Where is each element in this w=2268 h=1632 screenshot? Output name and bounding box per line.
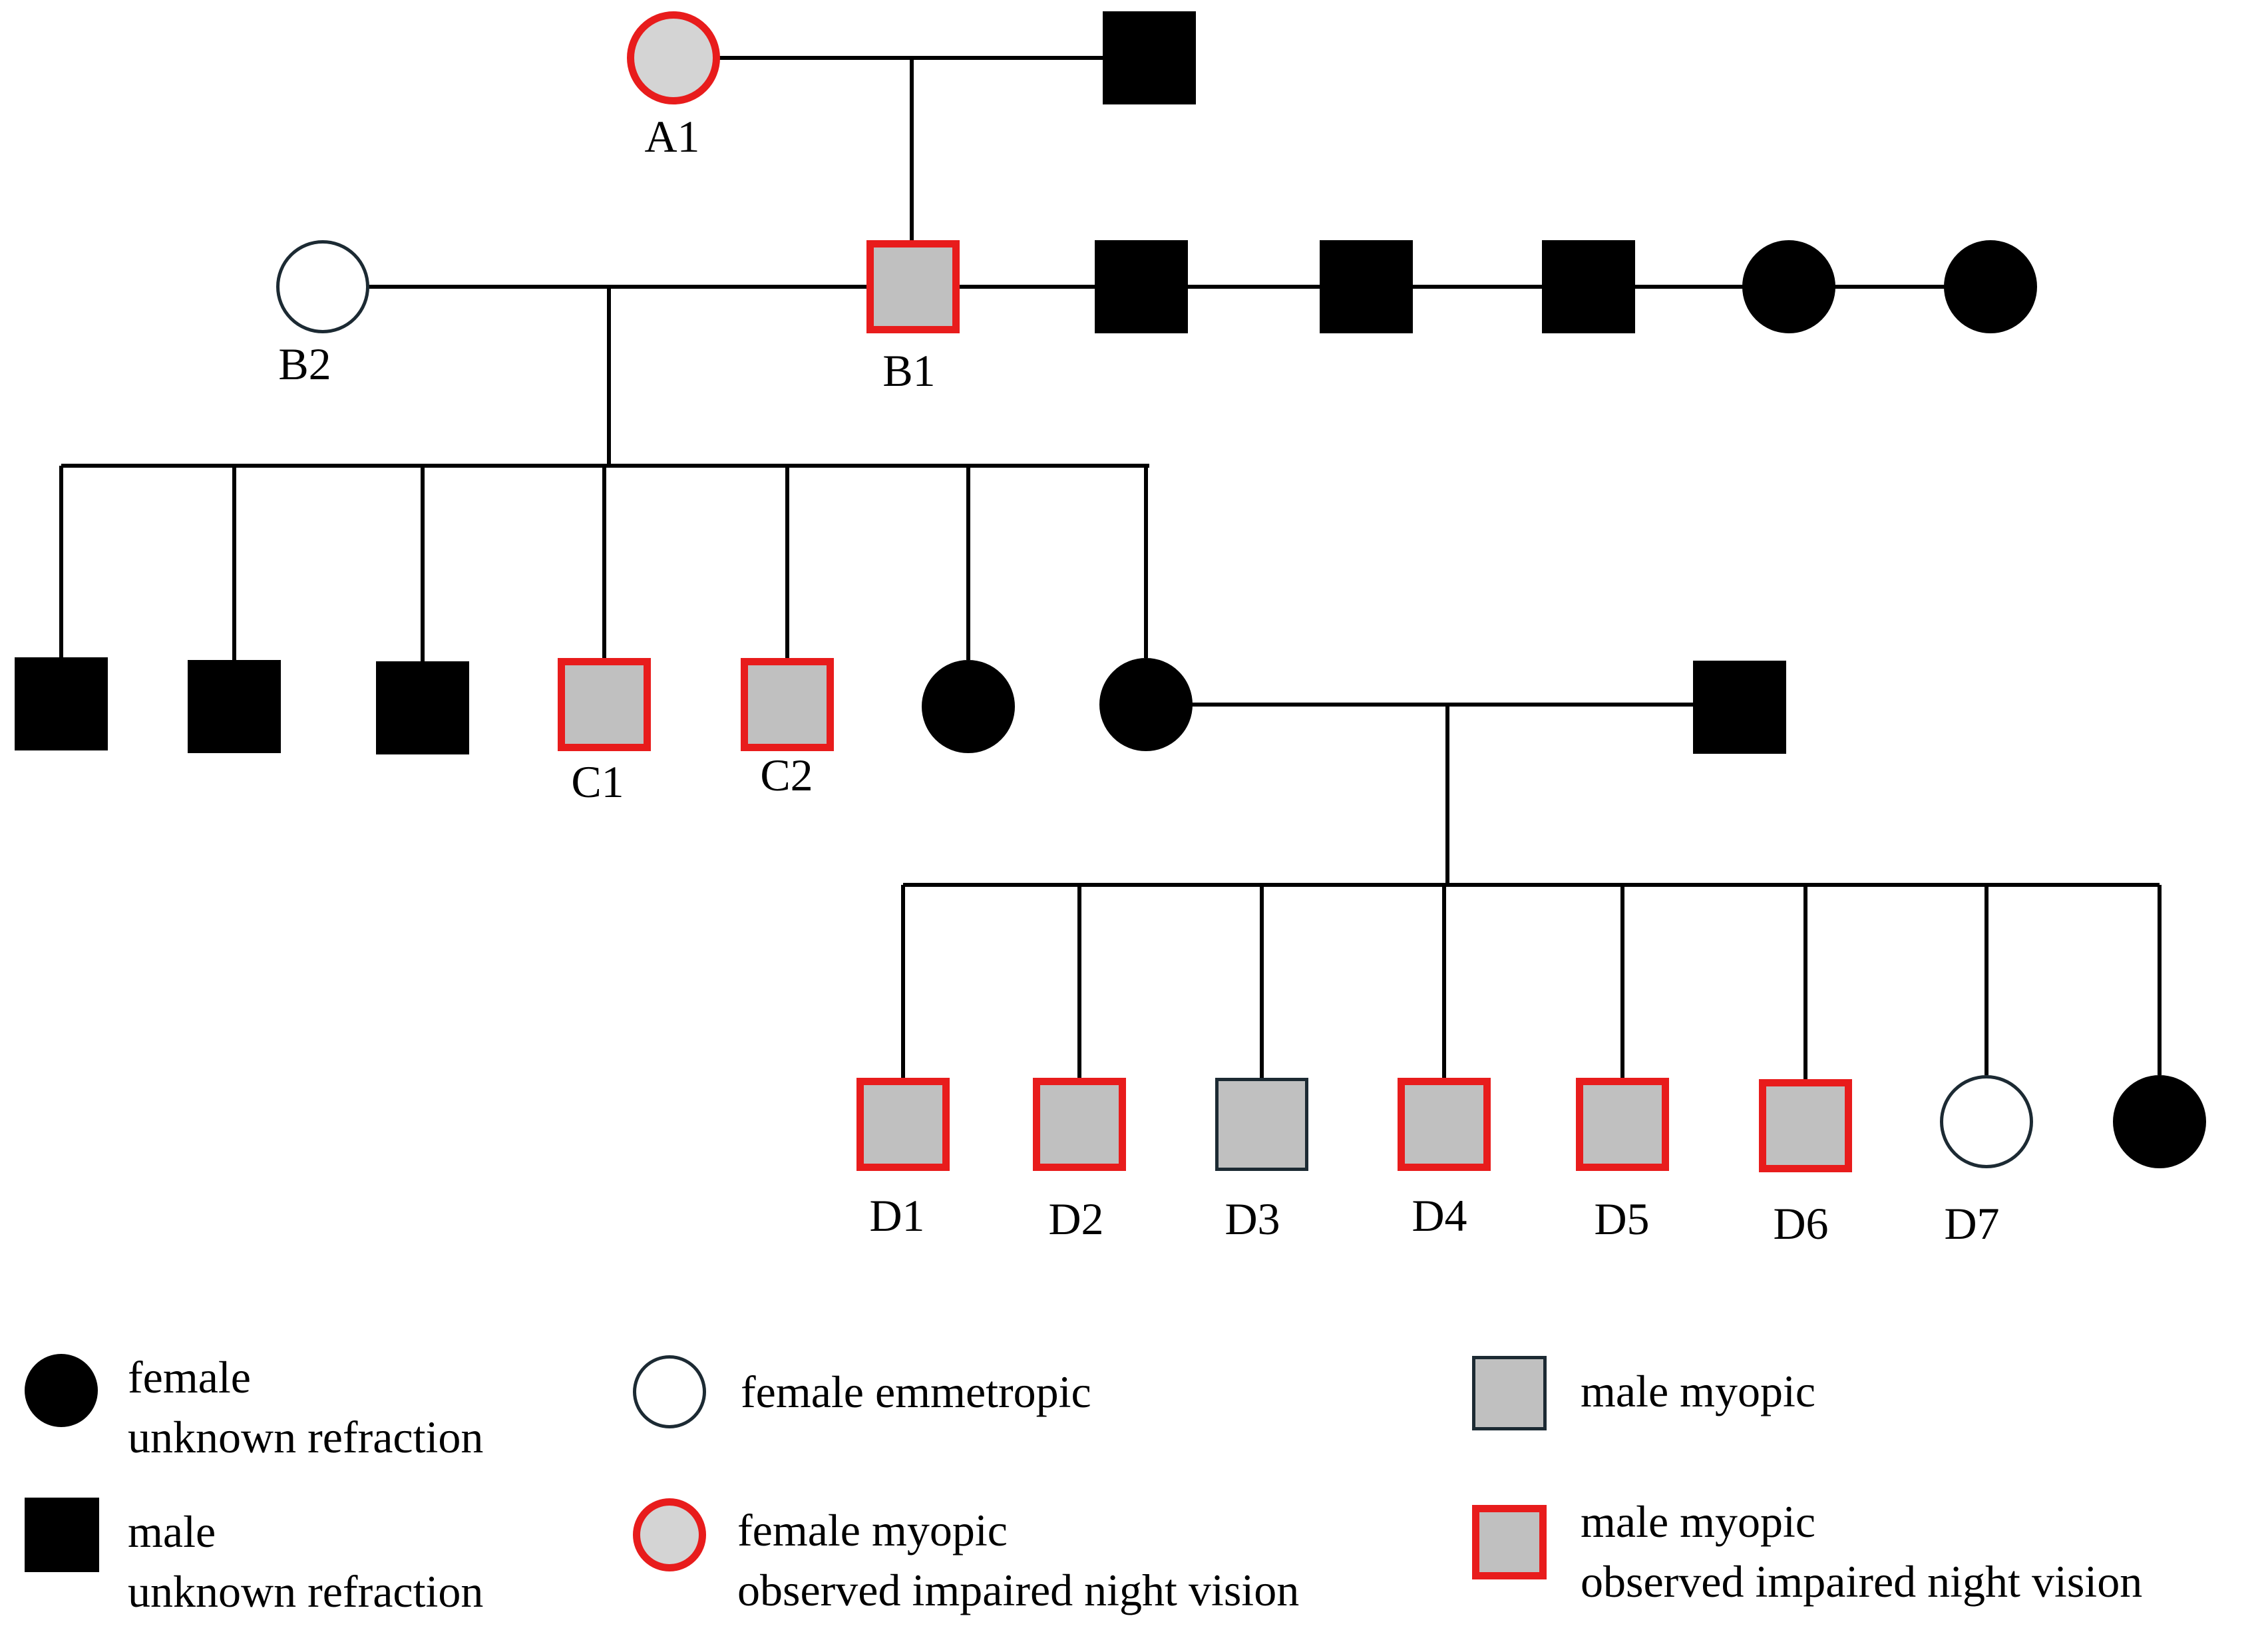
legend-label: male myopic xyxy=(1581,1366,1815,1416)
individual-label: B1 xyxy=(882,345,935,396)
legend-symbol-female-unknown xyxy=(25,1354,98,1427)
legend-symbol-male-myopic xyxy=(1472,1356,1547,1430)
individual-c7-female-symbol xyxy=(1099,658,1193,751)
individual-b5-male-symbol xyxy=(1542,240,1635,333)
individual-d6-male-symbol xyxy=(1759,1079,1852,1172)
individual-c6-female-symbol xyxy=(922,660,1015,753)
individual-d2-male-symbol xyxy=(1033,1078,1126,1171)
legend-label: male xyxy=(128,1506,216,1557)
individual-d3-male-symbol xyxy=(1215,1078,1308,1171)
individual-label: D3 xyxy=(1225,1194,1280,1244)
individual-label: D7 xyxy=(1944,1198,1999,1249)
individual-b3-male-symbol xyxy=(1095,240,1188,333)
individual-b7-female-symbol xyxy=(1944,240,2037,333)
individual-d8-female-symbol xyxy=(2113,1075,2206,1168)
individual-b1-male-symbol xyxy=(866,240,960,333)
individual-label: D4 xyxy=(1412,1190,1467,1241)
individual-c8-male-symbol xyxy=(1693,661,1786,754)
individual-c3-male-symbol xyxy=(15,657,108,750)
individual-d5-male-symbol xyxy=(1576,1078,1669,1171)
legend-label: male myopic xyxy=(1581,1496,1815,1547)
individual-b4-male-symbol xyxy=(1320,240,1413,333)
individual-label: D6 xyxy=(1773,1198,1828,1249)
individual-d1-male-symbol xyxy=(856,1078,950,1171)
pedigree-lines xyxy=(59,56,2162,1079)
individual-c1-male-symbol xyxy=(558,658,651,751)
individual-a2-male-symbol xyxy=(1103,11,1196,104)
legend-label: unknown refraction xyxy=(128,1566,483,1617)
legend-label: observed impaired night vision xyxy=(737,1565,1299,1615)
legend-symbol-female-myopic-impaired xyxy=(633,1498,706,1571)
individual-label: A1 xyxy=(644,111,699,162)
legend-label: unknown refraction xyxy=(128,1412,483,1462)
legend: female unknown refraction female emmetropi… xyxy=(25,1352,2142,1617)
individual-label: D1 xyxy=(869,1190,924,1241)
legend-label: female myopic xyxy=(737,1505,1008,1555)
individual-b2-female-symbol xyxy=(276,240,369,333)
individual-c2-male-symbol xyxy=(741,658,834,751)
individual-label: D2 xyxy=(1048,1194,1103,1244)
legend-label: female xyxy=(128,1352,251,1402)
individual-a1-female-symbol xyxy=(627,11,720,104)
individual-b6-female-symbol xyxy=(1742,240,1835,333)
individual-d4-male-symbol xyxy=(1398,1078,1491,1171)
legend-label: observed impaired night vision xyxy=(1581,1556,2142,1607)
pedigree-symbols xyxy=(15,11,2206,1172)
individual-label: C1 xyxy=(571,756,624,807)
legend-symbol-female-emmetropic xyxy=(633,1355,706,1428)
legend-label: female emmetropic xyxy=(741,1367,1091,1417)
individual-label: B2 xyxy=(278,339,331,389)
individual-label: D5 xyxy=(1594,1194,1649,1244)
individual-c4-male-symbol xyxy=(188,660,281,753)
individual-d7-female-symbol xyxy=(1940,1075,2033,1168)
individual-label: C2 xyxy=(760,750,813,800)
legend-symbol-male-unknown xyxy=(25,1498,99,1572)
legend-symbol-male-myopic-impaired xyxy=(1472,1505,1547,1579)
individual-c5-male-symbol xyxy=(376,661,469,754)
